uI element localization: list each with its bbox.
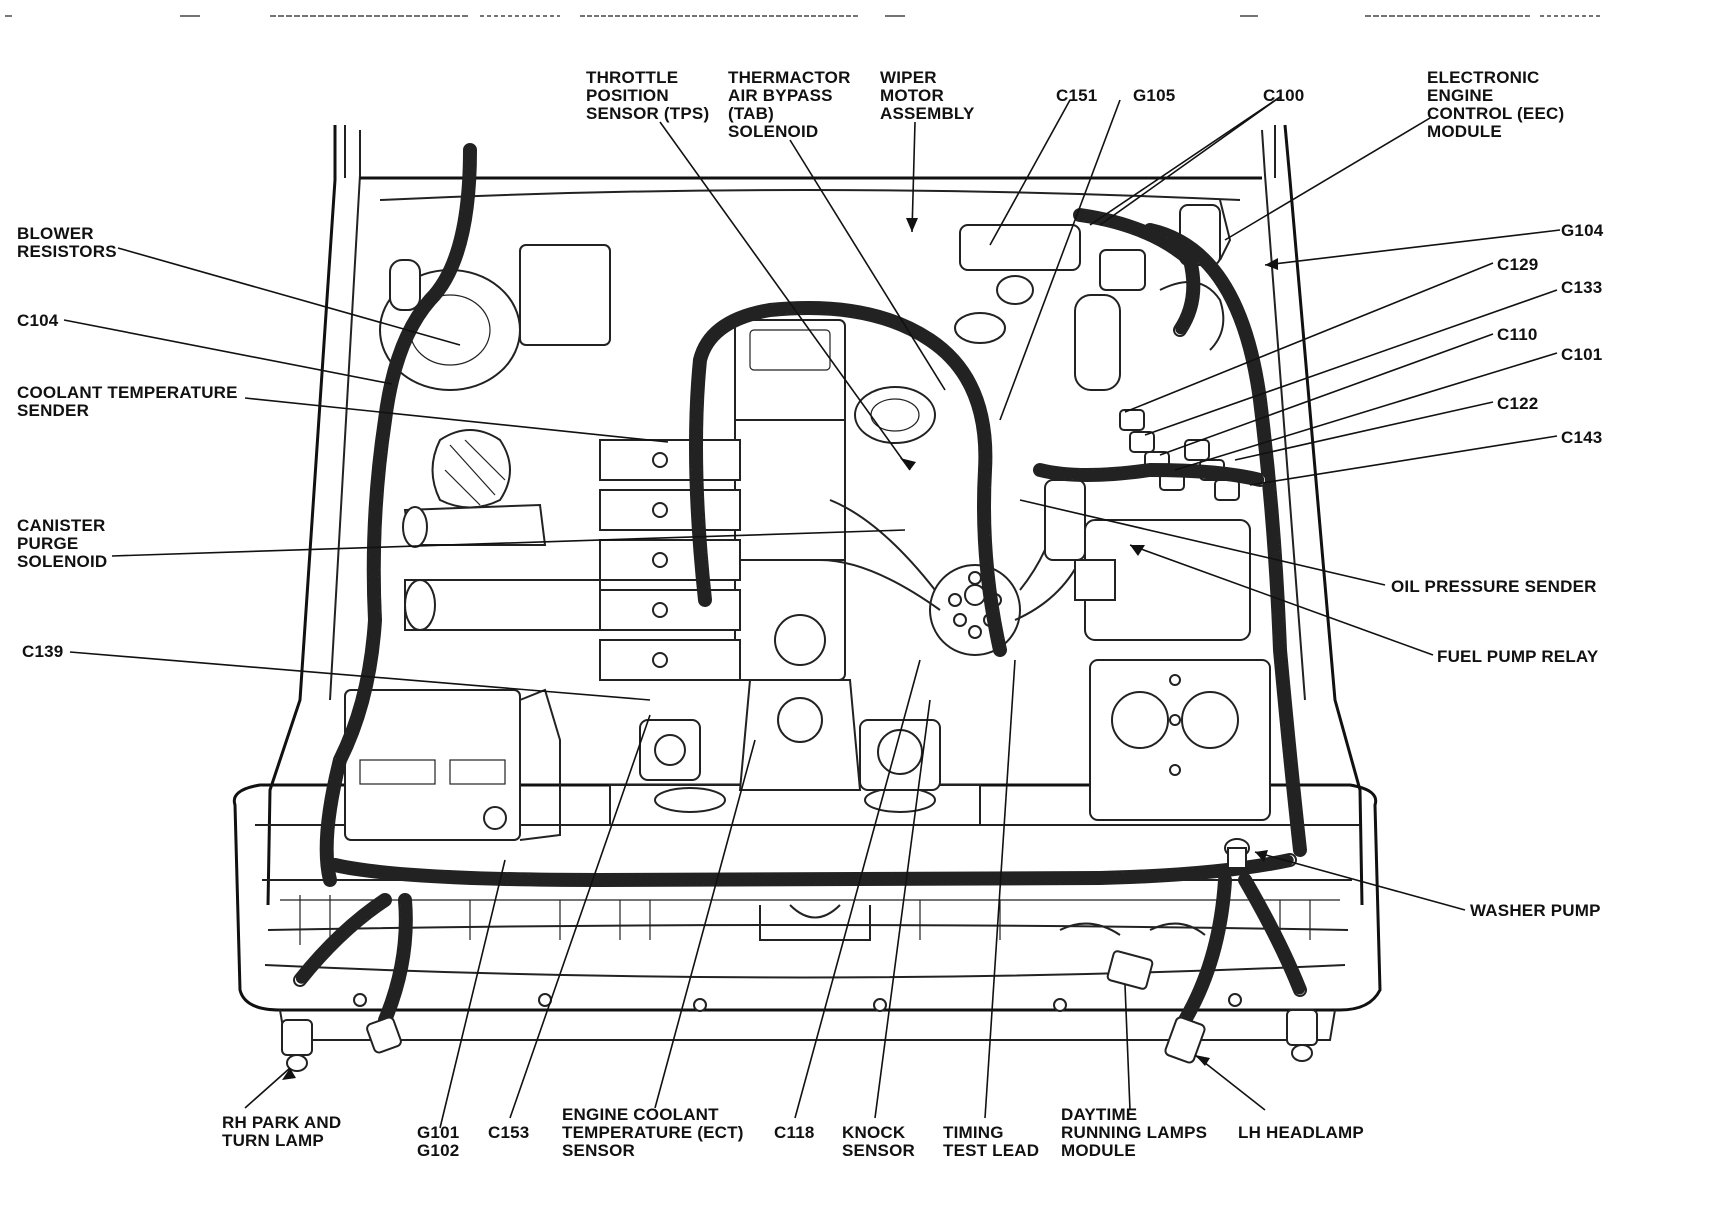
label-eec-module: ELECTRONIC ENGINE CONTROL (EEC) MODULE [1427,68,1569,141]
label-oil-pressure-sender: OIL PRESSURE SENDER [1391,577,1597,596]
labels: THROTTLE POSITION SENSOR (TPS) THERMACTO… [17,68,1604,1160]
label-blower-resistors: BLOWER RESISTORS [17,224,117,261]
label-c110: C110 [1497,325,1538,344]
label-line: DAYTIME [1061,1105,1137,1124]
label-rh-park-turn: RH PARK AND TURN LAMP [222,1113,346,1150]
label-c129: C129 [1497,255,1538,274]
intake-tube [402,429,601,631]
label-line: RH PARK AND [222,1113,341,1132]
leader-lines [63,96,1561,1129]
label-g101-g102: G101 G102 [417,1123,464,1160]
label-wiper-motor: WIPER MOTOR ASSEMBLY [880,68,975,123]
label-lh-headlamp: LH HEADLAMP [1238,1123,1364,1142]
label-line: CONTROL (EEC) [1427,104,1564,123]
label-line: CANISTER [17,516,106,535]
blower-housing [379,244,611,391]
distributor [929,564,1021,656]
label-thermactor-air-bypass: THERMACTOR AIR BYPASS (TAB) SOLENOID [728,68,856,141]
label-c133: C133 [1561,278,1602,297]
label-line: RUNNING LAMPS [1061,1123,1207,1142]
label-line: MODULE [1427,122,1502,141]
drl-module [1059,922,1206,990]
label-c104: C104 [17,311,59,330]
radiator-fan [609,719,981,826]
label-line: G101 [417,1123,459,1142]
label-line: TIMING [943,1123,1004,1142]
bumper-holes [353,993,1242,1012]
label-ect-sensor: ENGINE COOLANT TEMPERATURE (ECT) SENSOR [562,1105,749,1160]
label-line: BLOWER [17,224,94,243]
label-throttle-position-sensor: THROTTLE POSITION SENSOR (TPS) [586,68,709,123]
label-line: TEMPERATURE (ECT) [562,1123,744,1142]
label-fuel-pump-relay: FUEL PUMP RELAY [1437,647,1599,666]
label-washer-pump: WASHER PUMP [1470,901,1601,920]
label-line: SENSOR [842,1141,915,1160]
label-line: MOTOR [880,86,944,105]
label-line: RESISTORS [17,242,117,261]
label-line: THROTTLE [586,68,678,87]
label-line: ELECTRONIC [1427,68,1540,87]
label-c118: C118 [774,1123,815,1142]
label-line: SOLENOID [728,122,818,141]
wiring-harnesses [293,143,1307,1027]
label-line: COOLANT TEMPERATURE [17,383,238,402]
lh-park-lamp [1286,1009,1318,1062]
rh-headlamp-connector [366,1016,402,1054]
label-timing-test-lead: TIMING TEST LEAD [943,1123,1039,1160]
label-line: ENGINE [1427,86,1493,105]
label-line: ASSEMBLY [880,104,975,123]
label-c151: C151 [1056,86,1097,105]
label-c143: C143 [1561,428,1602,447]
label-line: SENDER [17,401,89,420]
air-cleaner [1044,479,1271,821]
label-g105: G105 [1133,86,1175,105]
label-line: AIR BYPASS [728,86,833,105]
label-line: TURN LAMP [222,1131,324,1150]
label-line: ENGINE COOLANT [562,1105,719,1124]
label-c122: C122 [1497,394,1538,413]
label-line: THERMACTOR [728,68,851,87]
label-c100: C100 [1263,86,1304,105]
washer-pump [1224,838,1250,869]
label-line: WIPER [880,68,937,87]
label-line: PURGE [17,534,78,553]
label-c139: C139 [22,642,63,661]
label-g104: G104 [1561,221,1604,240]
label-line: MODULE [1061,1141,1136,1160]
label-c101: C101 [1561,345,1602,364]
label-knock-sensor: KNOCK SENSOR [842,1123,915,1160]
battery [344,688,561,841]
rh-park-turn-lamp [281,1019,313,1072]
label-line: KNOCK [842,1123,906,1142]
label-line: SOLENOID [17,552,107,571]
label-line: TEST LEAD [943,1141,1039,1160]
label-line: POSITION [586,86,669,105]
lh-headlamp [1164,1016,1206,1064]
label-line: (TAB) [728,104,774,123]
label-line: SENSOR [562,1141,635,1160]
label-canister-purge: CANISTER PURGE SOLENOID [17,516,110,571]
label-coolant-temp-sender: COOLANT TEMPERATURE SENDER [17,383,243,420]
label-line: G102 [417,1141,459,1160]
label-c153: C153 [488,1123,529,1142]
label-line: SENSOR (TPS) [586,104,709,123]
grille [299,895,1311,945]
fuel-rail-left [599,439,741,681]
label-drl-module: DAYTIME RUNNING LAMPS MODULE [1061,1105,1212,1160]
